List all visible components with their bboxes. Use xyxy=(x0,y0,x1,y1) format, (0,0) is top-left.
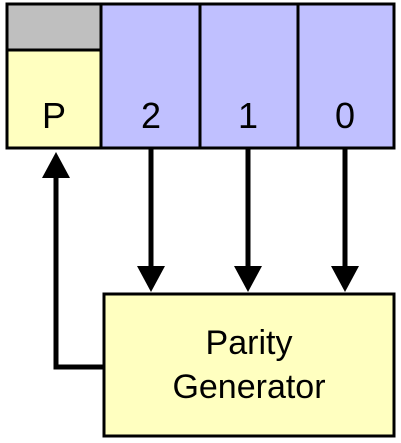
data-bit-label-1: 1 xyxy=(238,95,258,136)
arrow-generator-to-parity xyxy=(53,176,104,370)
parity-unused-cell xyxy=(5,2,103,52)
arrowhead-bit-1 xyxy=(234,266,262,292)
data-bit-cell-2 xyxy=(99,2,202,150)
arrowhead-parity xyxy=(42,152,70,178)
parity-cell-label: P xyxy=(42,95,66,136)
data-bit-cell-0 xyxy=(296,2,396,150)
parity-generator-label-line2: Generator xyxy=(172,368,325,406)
parity-generator-label-line1: Parity xyxy=(206,324,293,362)
parity-generator-box xyxy=(102,292,396,438)
parity-cell xyxy=(5,48,103,150)
arrowhead-bit-0 xyxy=(331,266,359,292)
arrowhead-bit-2 xyxy=(137,266,165,292)
data-bit-label-0: 0 xyxy=(335,95,355,136)
data-bit-label-2: 2 xyxy=(141,95,161,136)
